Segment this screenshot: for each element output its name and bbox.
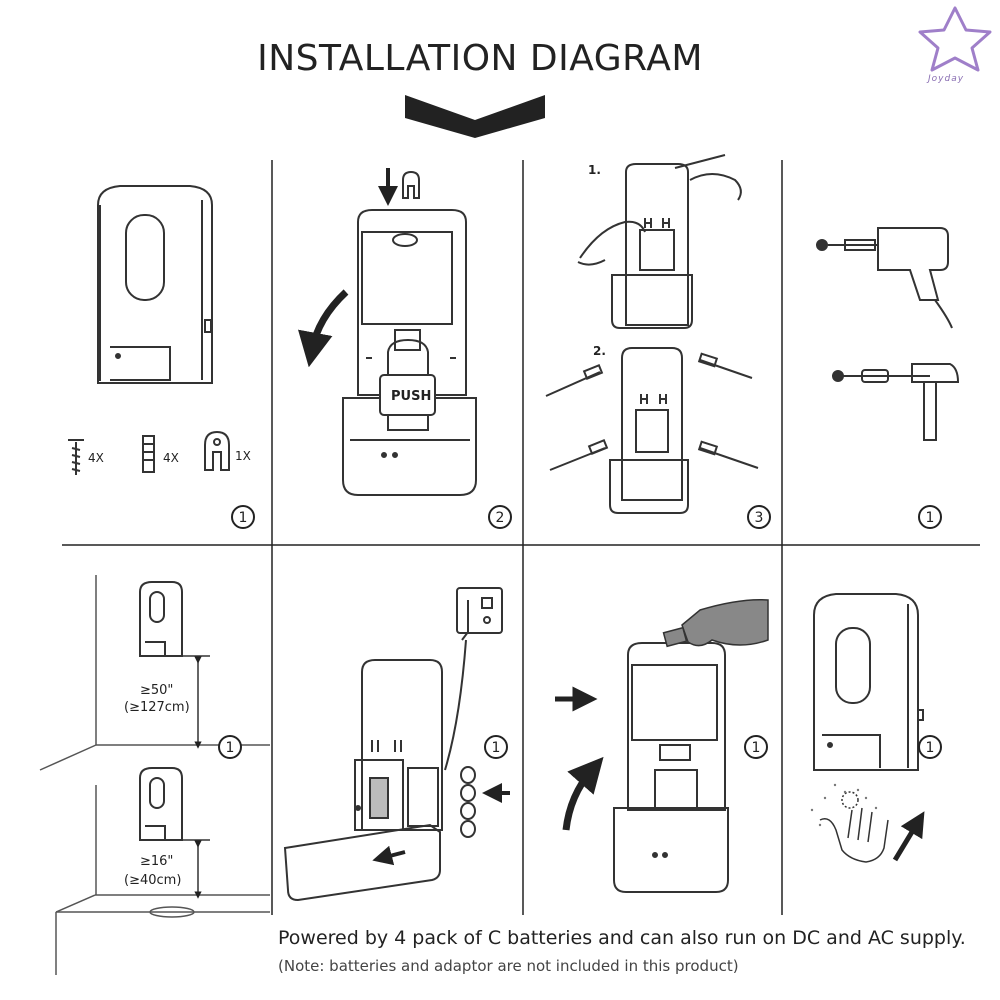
dispenser-bottom-mounted (139, 767, 183, 841)
panel-3-marking (577, 154, 742, 329)
brand-label: Joyday (928, 74, 965, 84)
svg-text:2: 2 (496, 510, 505, 526)
step-badge: 1 (218, 735, 242, 759)
key-icon (204, 430, 230, 471)
close-cover-arrow-icon (372, 845, 406, 866)
svg-text:1: 1 (926, 510, 935, 526)
hammer-icon (832, 363, 960, 441)
step-badge: 1 (484, 735, 508, 759)
svg-text:1: 1 (226, 740, 235, 756)
push-label: PUSH (391, 389, 431, 404)
battery-stack-icon (460, 766, 476, 838)
panel-3-mounting (545, 347, 759, 514)
key-count: 1X (235, 449, 251, 463)
panel-grid (62, 160, 980, 915)
step-badge: 1 (918, 505, 942, 529)
page-title: INSTALLATION DIAGRAM (257, 38, 703, 79)
power-note: Powered by 4 pack of C batteries and can… (278, 927, 966, 949)
drill-icon (816, 227, 953, 329)
rotate-arrow-icon (298, 289, 349, 368)
brand-star-logo (918, 6, 992, 72)
chevron-down-icon (405, 95, 545, 138)
height-top-line2: (≥127cm) (124, 700, 190, 715)
dispenser-top-mounted (139, 581, 183, 657)
power-note-sub: (Note: batteries and adaptor are not inc… (278, 957, 739, 975)
anchor-count: 4X (163, 451, 179, 465)
height-top-line1: ≥50" (140, 683, 173, 698)
substep-1-label: 1. (588, 163, 601, 177)
step-badge: 3 (747, 505, 771, 529)
anchor-icon (142, 435, 155, 473)
step-badge: 1 (918, 735, 942, 759)
panel-2-open-dispenser (342, 209, 477, 496)
soap-bottle-icon (662, 598, 769, 648)
step-badge: 2 (488, 505, 512, 529)
sensor-spray-dots (810, 783, 878, 827)
panel-1-dispenser (97, 185, 213, 384)
panel-6-open-dispenser (283, 659, 443, 902)
panel-5-wall (39, 575, 270, 975)
step-badge: 1 (744, 735, 768, 759)
hand-up-arrow-icon (892, 811, 925, 862)
step-badge: 1 (231, 505, 255, 529)
panel-8-closed-dispenser (813, 593, 924, 771)
substep-2-label: 2. (593, 344, 606, 358)
height-bottom-line1: ≥16" (140, 854, 173, 869)
svg-text:1: 1 (926, 740, 935, 756)
svg-text:1: 1 (492, 740, 501, 756)
close-lid-arrow-icon (562, 756, 604, 831)
svg-text:1: 1 (239, 510, 248, 526)
screw-count: 4X (88, 451, 104, 465)
svg-text:1: 1 (752, 740, 761, 756)
panel-7-refill-dispenser (613, 642, 729, 893)
wall-outlet-icon (444, 587, 503, 771)
height-dimension-lines (182, 655, 210, 899)
screw-icon (68, 439, 84, 475)
hand-icon (819, 791, 889, 863)
svg-text:3: 3 (755, 510, 764, 526)
key-icon-small (402, 170, 420, 199)
height-bottom-line2: (≥40cm) (124, 873, 181, 888)
